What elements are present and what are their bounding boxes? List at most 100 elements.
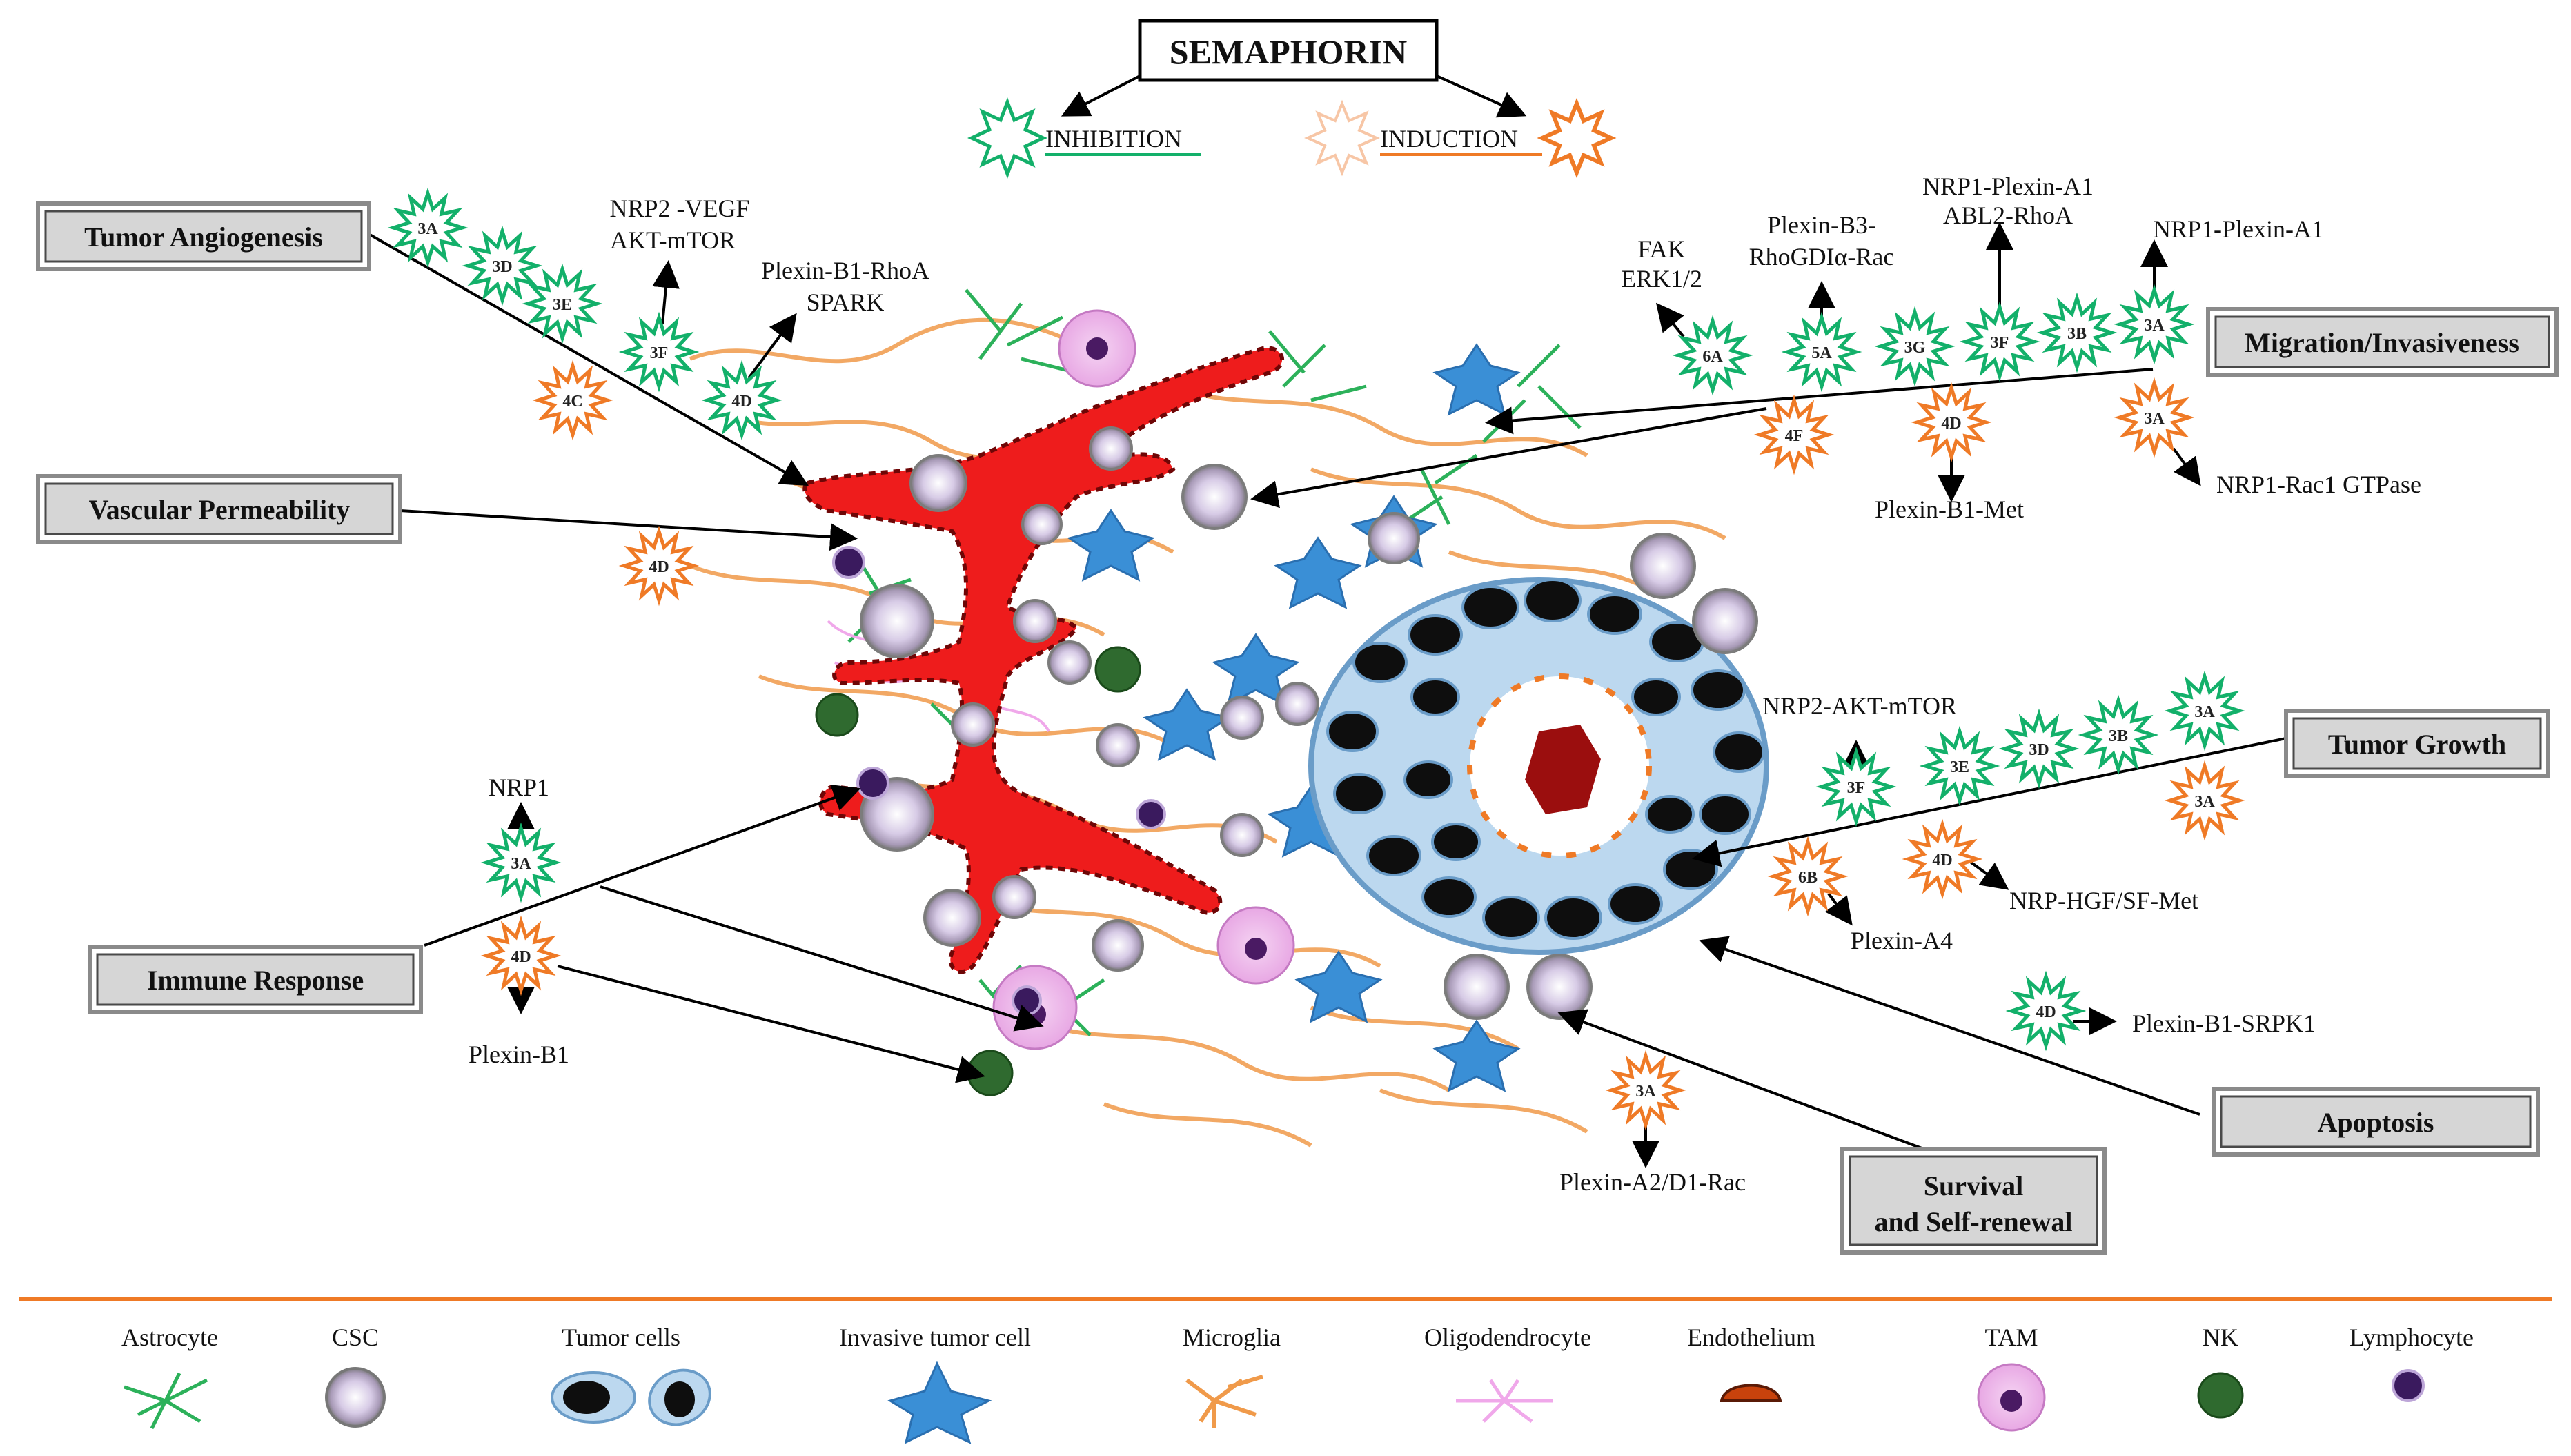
star-icon: [1781, 311, 1862, 393]
inhibition-star-ang-4d: 4D: [701, 360, 782, 441]
inhibition-star-mig-3g: 3G: [1874, 306, 1956, 387]
pathway-plexin-a2-d1: Plexin-A2/D1-Rac: [1559, 1168, 1746, 1196]
immune-response-label: Immune Response: [147, 965, 364, 996]
legend-label-microglia: Microglia: [1183, 1324, 1281, 1351]
induction-star-imm-4d: 4D: [480, 915, 562, 996]
star-label: 4D: [2036, 1003, 2056, 1021]
star-icon: [1959, 301, 2040, 382]
migration-invasiveness-box: Migration/Invasiveness: [2206, 307, 2559, 377]
star-label: 3A: [417, 220, 438, 238]
pathway-rhogdi-rac: RhoGDIα-Rac: [1749, 243, 1895, 270]
star-icon: [618, 311, 700, 393]
star-label: 4F: [1785, 427, 1804, 445]
arrow-to-inhibition: [1061, 75, 1141, 117]
star-icon: [1767, 836, 1849, 917]
star-label: 3E: [1950, 758, 1969, 776]
star-icon: [480, 915, 562, 996]
star-label: 4D: [1932, 852, 1952, 869]
lymphocyte-cells: [832, 546, 1166, 1016]
star-icon: [701, 360, 782, 441]
inhibition-star-mig-6a: 6A: [1672, 315, 1753, 396]
legend-label-oligo: Oligodendrocyte: [1424, 1324, 1591, 1351]
vascular-permeability-box: Vascular Permeability: [36, 474, 402, 544]
pathway-nrp1-plexin-a1: NRP1-Plexin-A1: [2153, 215, 2324, 243]
inhibition-star-imm-3a: 3A: [480, 822, 562, 903]
legend-label-endothelium: Endothelium: [1687, 1324, 1815, 1351]
inhibition-star-apo-4d: 4D: [2005, 970, 2087, 1052]
pathway-akt-mtor: AKT-mTOR: [610, 226, 736, 254]
inhibition-star-ang-3a: 3A: [387, 187, 469, 268]
inhibition-star-mig-3a: 3A: [2114, 284, 2195, 365]
star-icon: [1919, 725, 2000, 807]
star-label: 3A: [511, 855, 531, 873]
star-icon: [462, 225, 543, 306]
legend-item-invasive-tumor-cell: Invasive tumor cell: [839, 1324, 1031, 1444]
induction-star-gr-4d: 4D: [1902, 818, 1983, 900]
star-icon: [1911, 382, 1992, 463]
inhibition-star-ang-3d: 3D: [462, 225, 543, 306]
tumor-angiogenesis-box: Tumor Angiogenesis: [36, 201, 371, 271]
pathway-plexin-b1-srpk1: Plexin-B1-SRPK1: [2132, 1010, 2316, 1037]
legend-label-csc: CSC: [332, 1324, 379, 1351]
star-icon: [532, 360, 613, 441]
star-icon: [1815, 746, 1897, 827]
induction-star-surv-3a: 3A: [1605, 1050, 1686, 1131]
induction-star-ang-4c: 4C: [532, 360, 613, 441]
star-icon: [2036, 292, 2118, 373]
apoptosis-box: Apoptosis: [2212, 1087, 2540, 1157]
induction-star-mig-4d: 4D: [1911, 382, 1992, 463]
star-icon: [387, 187, 469, 268]
microglia-icon: [1185, 1375, 1263, 1428]
pathway-abl2-rhoa: ABL2-RhoA: [1943, 201, 2073, 229]
star-icon: [2005, 970, 2087, 1052]
inhibition-star-gr-3e: 3E: [1919, 725, 2000, 807]
migration-invasiveness-label: Migration/Invasiveness: [2245, 327, 2519, 358]
induction-label: INDUCTION: [1380, 125, 1518, 153]
star-label: 3A: [2144, 317, 2165, 335]
star-label: 3A: [2194, 703, 2215, 721]
star-icon: [2164, 670, 2245, 751]
legend-item-csc: CSC: [325, 1324, 386, 1428]
induction-star-ghost-icon: [1304, 99, 1380, 177]
arrow-to-induction: [1436, 75, 1527, 118]
pathway-plexin-b1: Plexin-B1: [469, 1041, 569, 1068]
inhibition-star-mig-5a: 5A: [1781, 311, 1862, 393]
endothelium-icon: [1720, 1384, 1782, 1402]
star-label: 3B: [2067, 325, 2087, 343]
pathway-nrp2-akt-mtor: NRP2-AKT-mTOR: [1762, 692, 1957, 720]
survival-label: Survival: [1924, 1170, 2023, 1201]
tumor-angiogenesis-label: Tumor Angiogenesis: [84, 222, 323, 253]
inhibition-star-gr-3d: 3D: [1998, 708, 2080, 789]
star-label: 4D: [1941, 415, 1961, 433]
star-icon: [2114, 377, 2195, 458]
star-icon: [1753, 394, 1835, 475]
pathway-nrp2-vegf: NRP2 -VEGF: [609, 195, 749, 222]
legend-item-oligodendrocyte: Oligodendrocyte: [1424, 1324, 1591, 1423]
star-label: 3E: [553, 296, 572, 314]
legend-item-tumor-cells: Tumor cells: [551, 1324, 711, 1426]
inhibition-star-icon: [967, 97, 1047, 179]
inhibition-star-gr-3b: 3B: [2078, 694, 2159, 776]
star-label: 3A: [1635, 1083, 1656, 1101]
star-label: 4D: [731, 393, 751, 411]
induction-star-perm-4d: 4D: [618, 525, 700, 607]
legend-item-microglia: Microglia: [1183, 1324, 1281, 1428]
star-label: 3D: [2029, 741, 2049, 759]
blood-vessel: [802, 346, 1285, 974]
connector-lines: [369, 233, 2287, 1161]
legend-label-invasive: Invasive tumor cell: [839, 1324, 1031, 1351]
inhibition-star-ang-3e: 3E: [522, 263, 603, 344]
star-icon: [480, 822, 562, 903]
star-label: 6B: [1798, 869, 1818, 887]
pathway-nrp1-rac1: NRP1-Rac1 GTPase: [2216, 471, 2421, 498]
pathway-erk: ERK1/2: [1621, 265, 1702, 293]
induction-star-mig-3a-ind: 3A: [2114, 377, 2195, 458]
csc-icon: [325, 1367, 386, 1428]
pathway-plexin-b1-rhoa: Plexin-B1-RhoA: [761, 257, 929, 284]
star-label: 4D: [649, 558, 669, 576]
apoptosis-label: Apoptosis: [2318, 1107, 2434, 1138]
legend-item-nk: NK: [2197, 1324, 2244, 1419]
star-label: 5A: [1811, 344, 1832, 362]
star-icon: [2078, 694, 2159, 776]
tam-icon-nucleus: [2000, 1390, 2022, 1412]
